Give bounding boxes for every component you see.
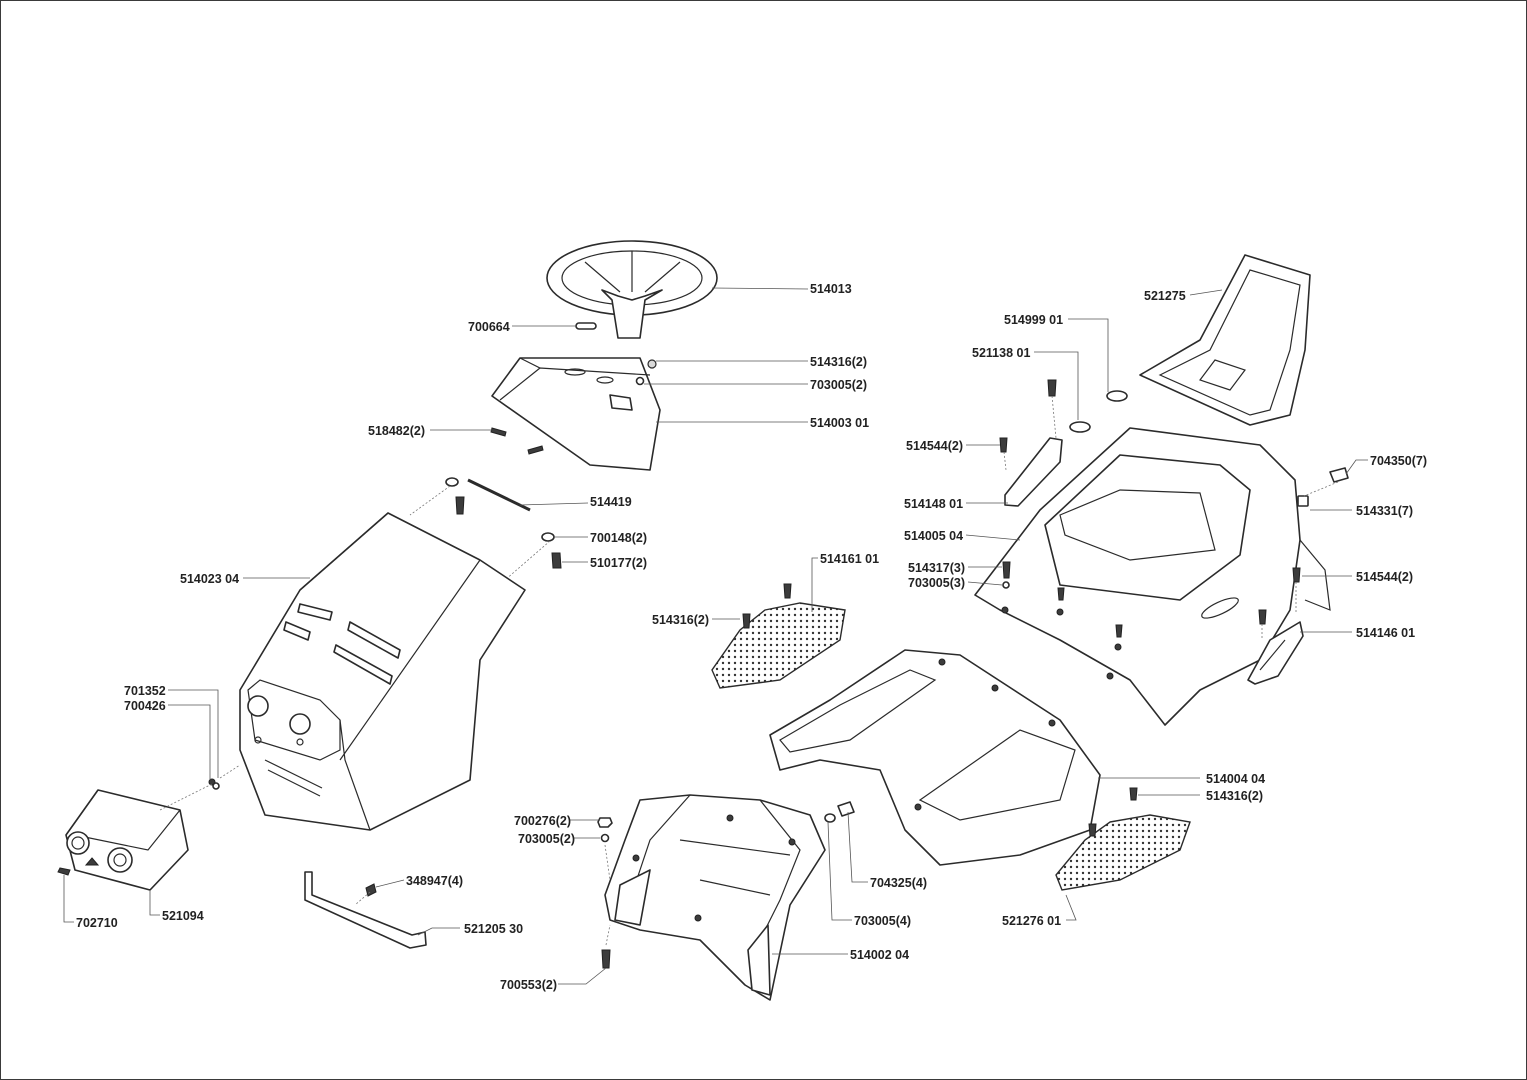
label-514023-04: 514023 04 bbox=[180, 572, 239, 586]
label-514544-2-b: 514544(2) bbox=[1356, 570, 1413, 584]
screws-514544-left bbox=[999, 379, 1057, 453]
screws-514316-left bbox=[742, 583, 792, 629]
label-348947-4: 348947(4) bbox=[406, 874, 463, 888]
steering-wheel bbox=[546, 240, 718, 339]
trim-514148 bbox=[1004, 437, 1063, 507]
label-518482-2: 518482(2) bbox=[368, 424, 425, 438]
label-521094: 521094 bbox=[162, 909, 204, 923]
label-514146-01: 514146 01 bbox=[1356, 626, 1415, 640]
label-514003-01: 514003 01 bbox=[810, 416, 869, 430]
cap-514999 bbox=[1106, 390, 1128, 402]
label-514999-01: 514999 01 bbox=[1004, 313, 1063, 327]
label-514013: 514013 bbox=[810, 282, 852, 296]
label-704325-4: 704325(4) bbox=[870, 876, 927, 890]
label-514002-04: 514002 04 bbox=[850, 948, 909, 962]
label-704350-7: 704350(7) bbox=[1370, 454, 1427, 468]
fender-514004 bbox=[769, 649, 1101, 866]
label-700148-2: 700148(2) bbox=[590, 531, 647, 545]
screw-514316-top bbox=[635, 359, 657, 386]
cap-521138 bbox=[1069, 421, 1091, 433]
rear-body-514005 bbox=[974, 427, 1331, 726]
hood-514023 bbox=[239, 512, 526, 831]
label-514316-2-a: 514316(2) bbox=[810, 355, 867, 369]
label-703005-2-b: 703005(2) bbox=[518, 832, 575, 846]
label-521205-30: 521205 30 bbox=[464, 922, 523, 936]
bolts-510177 bbox=[455, 496, 562, 569]
label-514317-3: 514317(3) bbox=[908, 561, 965, 575]
trim-514146 bbox=[1247, 621, 1304, 685]
screws-514316-right bbox=[1088, 787, 1138, 837]
bolt-700553 bbox=[601, 949, 611, 969]
label-700664: 700664 bbox=[468, 320, 510, 334]
footplate-521276 bbox=[1055, 814, 1191, 891]
label-703005-3: 703005(3) bbox=[908, 576, 965, 590]
leader-lines bbox=[63, 287, 1368, 985]
label-514331-7: 514331(7) bbox=[1356, 504, 1413, 518]
label-703005-4: 703005(4) bbox=[854, 914, 911, 928]
label-514004-04: 514004 04 bbox=[1206, 772, 1265, 786]
label-701352: 701352 bbox=[124, 684, 166, 698]
bracket-521205 bbox=[304, 871, 427, 949]
footplate-514161 bbox=[711, 602, 846, 689]
label-703005-2-a: 703005(2) bbox=[810, 378, 867, 392]
label-514161-01: 514161 01 bbox=[820, 552, 879, 566]
label-514005-04: 514005 04 bbox=[904, 529, 963, 543]
washers-700148 bbox=[445, 477, 555, 542]
label-514544-2-a: 514544(2) bbox=[906, 439, 963, 453]
part-labels: 514013 700664 514316(2) 703005(2) 514003… bbox=[76, 282, 1427, 992]
cowl-514002 bbox=[604, 794, 826, 1001]
screws-514317 bbox=[1002, 561, 1123, 638]
nut-700426 bbox=[208, 778, 220, 790]
screws-518482 bbox=[490, 427, 544, 455]
headlight-unit-521094 bbox=[65, 789, 189, 891]
screw-702710 bbox=[57, 867, 71, 876]
label-514419: 514419 bbox=[590, 495, 632, 509]
dashboard-panel bbox=[491, 357, 661, 471]
label-514316-2-b: 514316(2) bbox=[652, 613, 709, 627]
label-514148-01: 514148 01 bbox=[904, 497, 963, 511]
label-700276-2: 700276(2) bbox=[514, 814, 571, 828]
screws-514544-right bbox=[1258, 567, 1301, 625]
seat-521275 bbox=[1139, 254, 1311, 426]
label-700426: 700426 bbox=[124, 699, 166, 713]
pin-700664 bbox=[575, 322, 597, 330]
label-510177-2: 510177(2) bbox=[590, 556, 647, 570]
bolt-704325 bbox=[824, 801, 855, 823]
label-514316-2-c: 514316(2) bbox=[1206, 789, 1263, 803]
label-702710: 702710 bbox=[76, 916, 118, 930]
label-700553-2: 700553(2) bbox=[500, 978, 557, 992]
label-521138-01: 521138 01 bbox=[972, 346, 1030, 360]
label-521276-01: 521276 01 bbox=[1002, 914, 1061, 928]
bolt-704350 bbox=[1297, 467, 1349, 507]
label-521275: 521275 bbox=[1144, 289, 1186, 303]
rod-514419 bbox=[467, 478, 531, 512]
nut-700276 bbox=[597, 817, 613, 843]
